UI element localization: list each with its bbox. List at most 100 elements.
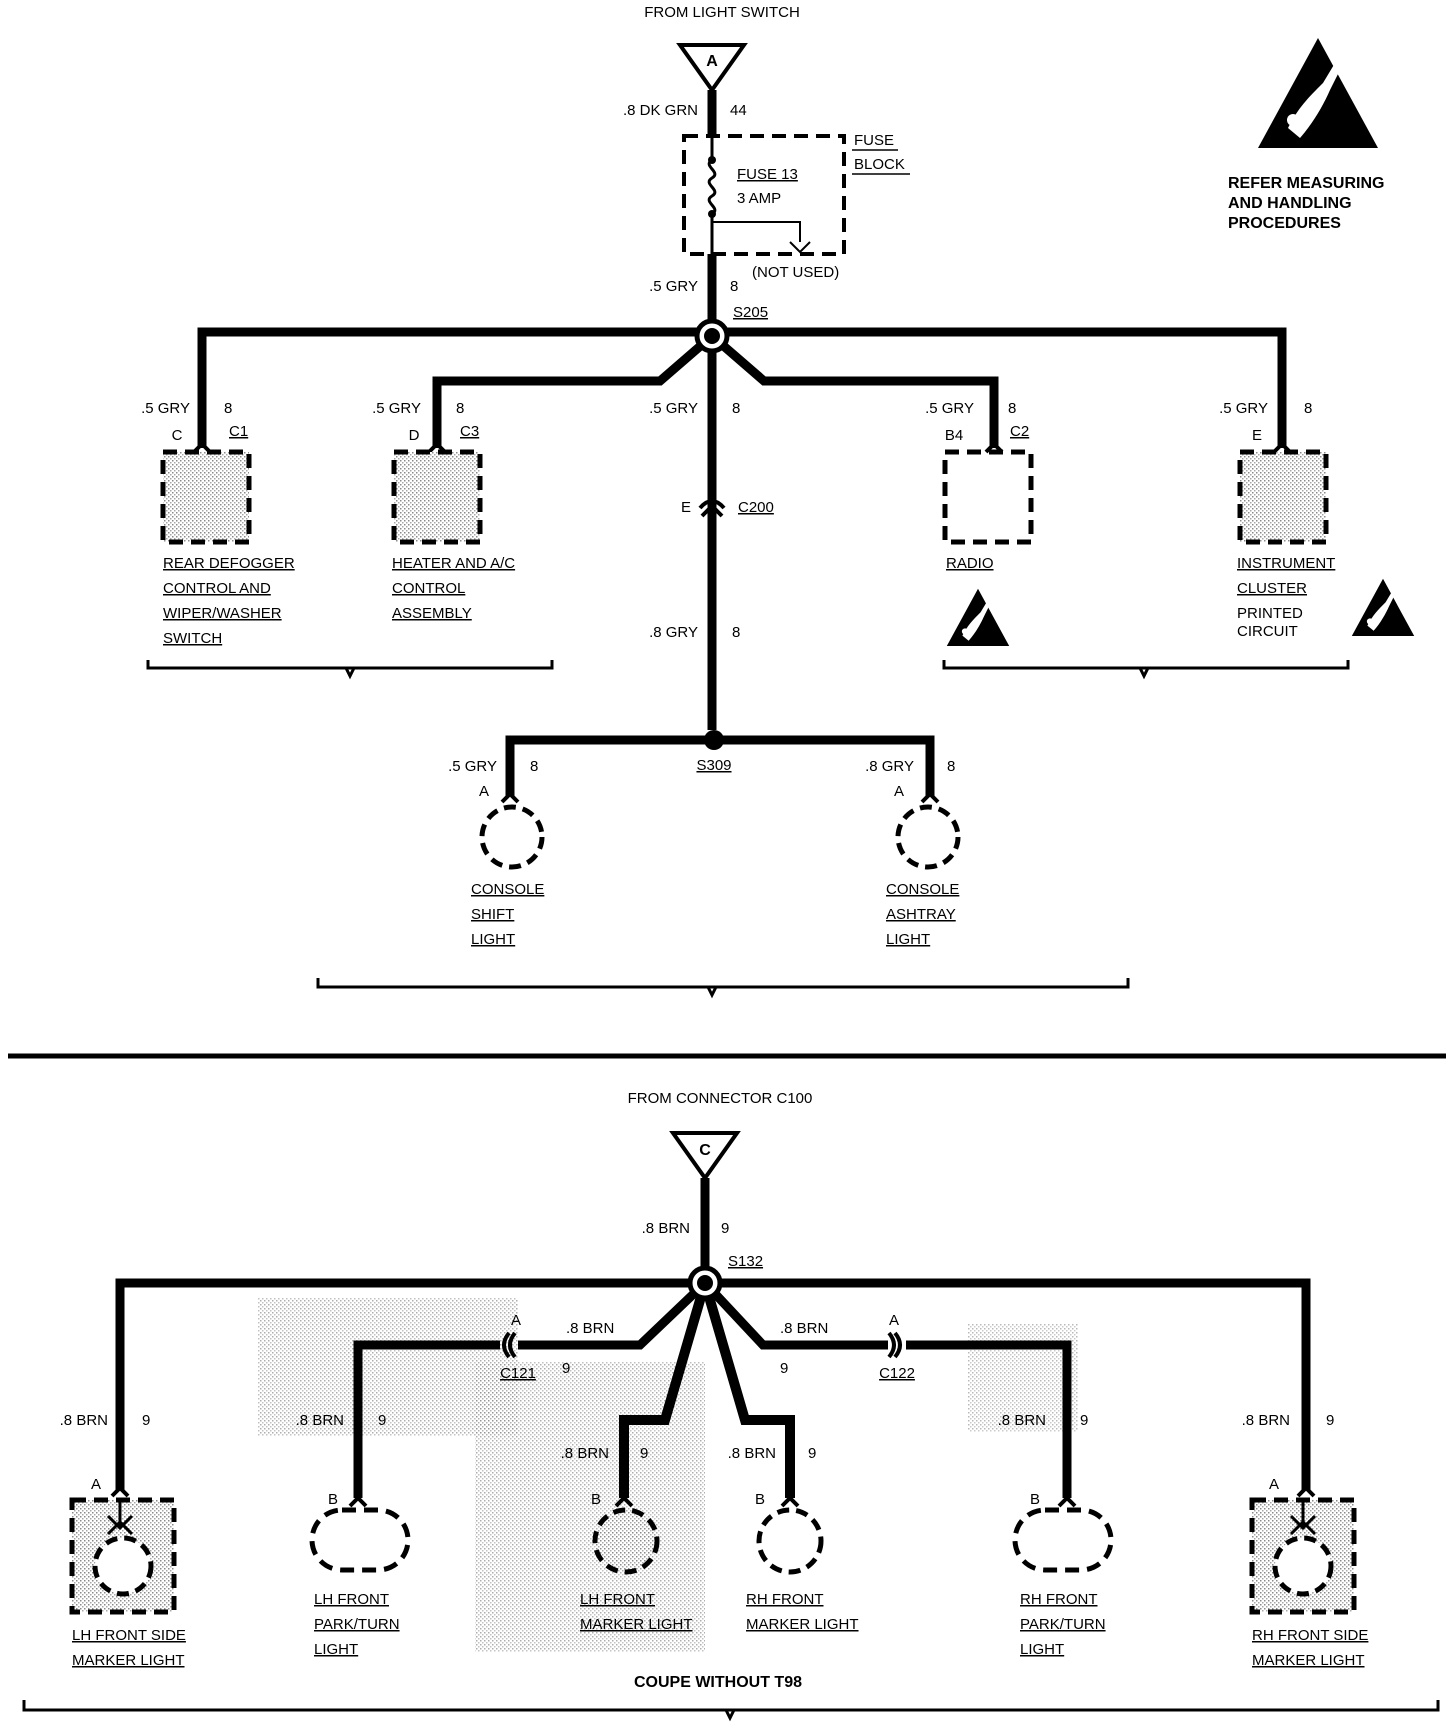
not-used-label: (NOT USED) <box>752 264 839 281</box>
svg-text:RH FRONT: RH FRONT <box>746 1591 824 1608</box>
rh-park-wire: .8 BRN <box>998 1412 1046 1429</box>
bottom-source-label: FROM CONNECTOR C100 <box>628 1090 813 1107</box>
svg-text:C: C <box>699 1142 711 1159</box>
svg-text:CONTROL AND: CONTROL AND <box>163 580 271 597</box>
svg-text:LIGHT: LIGHT <box>886 931 930 948</box>
svg-text:RH FRONT: RH FRONT <box>1020 1591 1098 1608</box>
svg-text:HEATER AND A/C: HEATER AND A/C <box>392 555 515 572</box>
connector-a-icon: A <box>676 43 748 94</box>
rear-defogger-switch-box <box>160 449 252 545</box>
radio-box <box>942 449 1034 545</box>
svg-text:PARK/TURN: PARK/TURN <box>314 1616 400 1633</box>
svg-text:LH FRONT: LH FRONT <box>314 1591 389 1608</box>
svg-text:ASHTRAY: ASHTRAY <box>886 906 956 923</box>
esd-note: REFER MEASURING AND HANDLING PROCEDURES <box>1228 175 1384 232</box>
rh-park-turn-light-icon <box>1012 1507 1114 1573</box>
lh-side-marker-bulb-icon <box>92 1535 154 1597</box>
svg-text:CONSOLE: CONSOLE <box>886 881 959 898</box>
feed-circuit-label: 44 <box>730 102 747 119</box>
rear-defogger-wire: .5 GRY <box>141 400 190 417</box>
feed-wire-label: .8 DK GRN <box>623 102 698 119</box>
console-ashtray-wire: .8 GRY <box>865 758 914 775</box>
rear-defogger-connector: C1 <box>229 423 248 440</box>
svg-text:REFER MEASURING: REFER MEASURING <box>1228 175 1384 192</box>
console-shift-circuit: 8 <box>530 758 538 775</box>
console-ashtray-pin: A <box>894 783 904 800</box>
top-source-label: FROM LIGHT SWITCH <box>644 4 800 21</box>
rh-marker-pin: B <box>755 1491 765 1508</box>
heater-name: HEATER AND A/C CONTROL ASSEMBLY <box>392 555 515 622</box>
svg-text:MARKER LIGHT: MARKER LIGHT <box>72 1652 185 1669</box>
rh-park-pin: B <box>1030 1491 1040 1508</box>
cluster-wire: .5 GRY <box>1219 400 1268 417</box>
cluster-pin: E <box>1252 427 1262 444</box>
c200-connector: C200 <box>738 499 774 516</box>
console-shift-name: CONSOLE SHIFT LIGHT <box>471 881 544 948</box>
svg-text:LIGHT: LIGHT <box>314 1641 358 1658</box>
fuse-block <box>682 134 846 256</box>
c122-pin: A <box>889 1312 899 1329</box>
svg-text:PROCEDURES: PROCEDURES <box>1228 215 1341 232</box>
console-ashtray-name: CONSOLE ASHTRAY LIGHT <box>886 881 959 948</box>
console-ashtray-circuit: 8 <box>947 758 955 775</box>
svg-text:LH FRONT SIDE: LH FRONT SIDE <box>72 1627 186 1644</box>
svg-text:LIGHT: LIGHT <box>471 931 515 948</box>
fuse-icon <box>707 136 717 254</box>
lh-side-wire: .8 BRN <box>60 1412 108 1429</box>
console-shift-wire: .5 GRY <box>448 758 497 775</box>
svg-text:AND HANDLING: AND HANDLING <box>1228 195 1352 212</box>
svg-text:INSTRUMENT: INSTRUMENT <box>1237 555 1335 572</box>
svg-text:CIRCUIT: CIRCUIT <box>1237 623 1298 640</box>
rh-side-marker-bulb-icon <box>1272 1535 1334 1597</box>
lh-side-circuit: 9 <box>142 1412 150 1429</box>
radio-name: RADIO <box>946 555 994 572</box>
heater-wire: .5 GRY <box>372 400 421 417</box>
rh-side-circuit: 9 <box>1326 1412 1334 1429</box>
rh-side-name: RH FRONT SIDE MARKER LIGHT <box>1252 1627 1368 1669</box>
splice-s309-label: S309 <box>696 757 731 774</box>
rh-side-pin: A <box>1269 1476 1279 1493</box>
svg-text:RH FRONT SIDE: RH FRONT SIDE <box>1252 1627 1368 1644</box>
fuse-rating: 3 AMP <box>737 190 781 207</box>
lh-marker-pin: B <box>591 1491 601 1508</box>
heater-connector: C3 <box>460 423 479 440</box>
bottom-feed-circuit: 9 <box>721 1220 729 1237</box>
rear-defogger-name: REAR DEFOGGER CONTROL AND WIPER/WASHER S… <box>163 555 295 647</box>
esd-warning-icon <box>1351 578 1415 636</box>
c122-connector-icon <box>893 1331 902 1359</box>
radio-connector: C2 <box>1010 423 1029 440</box>
out-wire-label: .5 GRY <box>649 278 698 295</box>
lh-side-name: LH FRONT SIDE MARKER LIGHT <box>72 1627 186 1669</box>
lh-marker-wire: .8 BRN <box>561 1445 609 1462</box>
rh-side-wire: .8 BRN <box>1242 1412 1290 1429</box>
svg-text:CONTROL: CONTROL <box>392 580 465 597</box>
svg-text:SHIFT: SHIFT <box>471 906 514 923</box>
rh-front-marker-light-icon <box>756 1507 824 1575</box>
svg-text:SWITCH: SWITCH <box>163 630 222 647</box>
lh-park-circuit: 9 <box>378 1412 386 1429</box>
svg-text:CLUSTER: CLUSTER <box>1237 580 1307 597</box>
svg-text:CONSOLE: CONSOLE <box>471 881 544 898</box>
rh-marker-wire: .8 BRN <box>728 1445 776 1462</box>
lh-park-name: LH FRONT PARK/TURN LIGHT <box>314 1591 400 1658</box>
radio-pin: B4 <box>945 427 963 444</box>
lh-park-turn-light-icon <box>309 1507 411 1573</box>
splice-s132-label: S132 <box>728 1253 763 1270</box>
radio-circuit: 8 <box>1008 400 1016 417</box>
splice-s309 <box>704 730 724 750</box>
svg-text:PRINTED: PRINTED <box>1237 605 1303 622</box>
svg-text:PARK/TURN: PARK/TURN <box>1020 1616 1106 1633</box>
splice-s205-label: S205 <box>733 304 768 321</box>
console-shift-pin: A <box>479 783 489 800</box>
lh-marker-circuit: 9 <box>640 1445 648 1462</box>
rh-marker-name: RH FRONT MARKER LIGHT <box>746 1591 859 1633</box>
heater-pin: D <box>409 427 420 444</box>
c122-label: C122 <box>879 1365 915 1382</box>
c122-wire: .8 BRN <box>780 1320 828 1337</box>
instrument-cluster-box <box>1237 449 1329 545</box>
c121-pin: A <box>511 1312 521 1329</box>
c121-label: C121 <box>500 1365 536 1382</box>
svg-text:LIGHT: LIGHT <box>1020 1641 1064 1658</box>
lh-park-pin: B <box>328 1491 338 1508</box>
